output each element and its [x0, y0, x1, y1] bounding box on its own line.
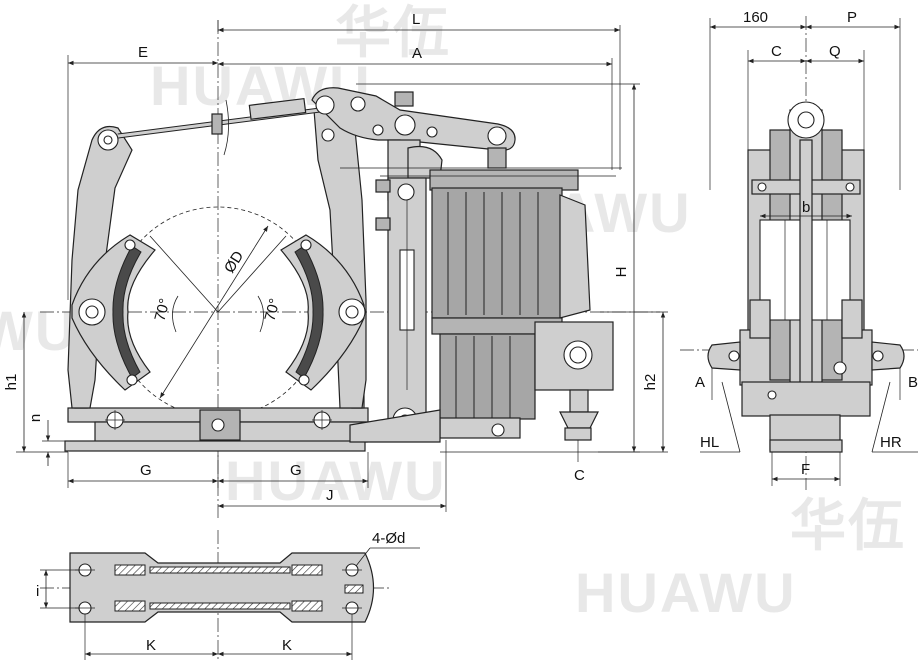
label-P: P: [847, 9, 857, 26]
thruster-body: [431, 187, 563, 319]
label-HL: HL: [700, 434, 719, 451]
diameter-line: [159, 225, 269, 399]
label-n: n: [27, 414, 44, 422]
label-holes: 4-Ød: [372, 530, 405, 547]
label-angle-left: 70°: [151, 297, 173, 323]
label-E: E: [138, 44, 148, 61]
label-side-C: C: [771, 43, 782, 60]
thruster-cap: [429, 169, 579, 191]
label-D: ØD: [221, 248, 247, 276]
label-angle-right: 70°: [261, 297, 283, 323]
svg-text:华伍: 华伍: [790, 494, 906, 557]
label-G-left: G: [140, 462, 152, 479]
svg-text:HUAWU: HUAWU: [575, 561, 797, 624]
svg-text:WU: WU: [0, 299, 77, 362]
label-HR: HR: [880, 434, 902, 451]
label-A: A: [412, 45, 422, 62]
label-J: J: [326, 487, 334, 504]
label-h1: h1: [3, 374, 20, 391]
label-F: F: [801, 461, 810, 478]
label-b: b: [802, 199, 810, 216]
svg-text:HUAWU: HUAWU: [225, 449, 447, 512]
label-L: L: [412, 11, 420, 28]
label-Q: Q: [829, 43, 841, 60]
label-C-bottom: C: [574, 467, 585, 484]
label-G-right: G: [290, 462, 302, 479]
label-i: i: [36, 583, 39, 600]
label-side-B: B: [908, 374, 918, 391]
label-160: 160: [743, 9, 768, 26]
label-H: H: [613, 267, 630, 278]
label-side-A: A: [695, 374, 705, 391]
svg-text:华伍: 华伍: [335, 1, 451, 64]
label-K-left: K: [146, 637, 156, 654]
label-h2: h2: [642, 374, 659, 391]
base-plan: [69, 552, 374, 623]
label-K-right: K: [282, 637, 292, 654]
